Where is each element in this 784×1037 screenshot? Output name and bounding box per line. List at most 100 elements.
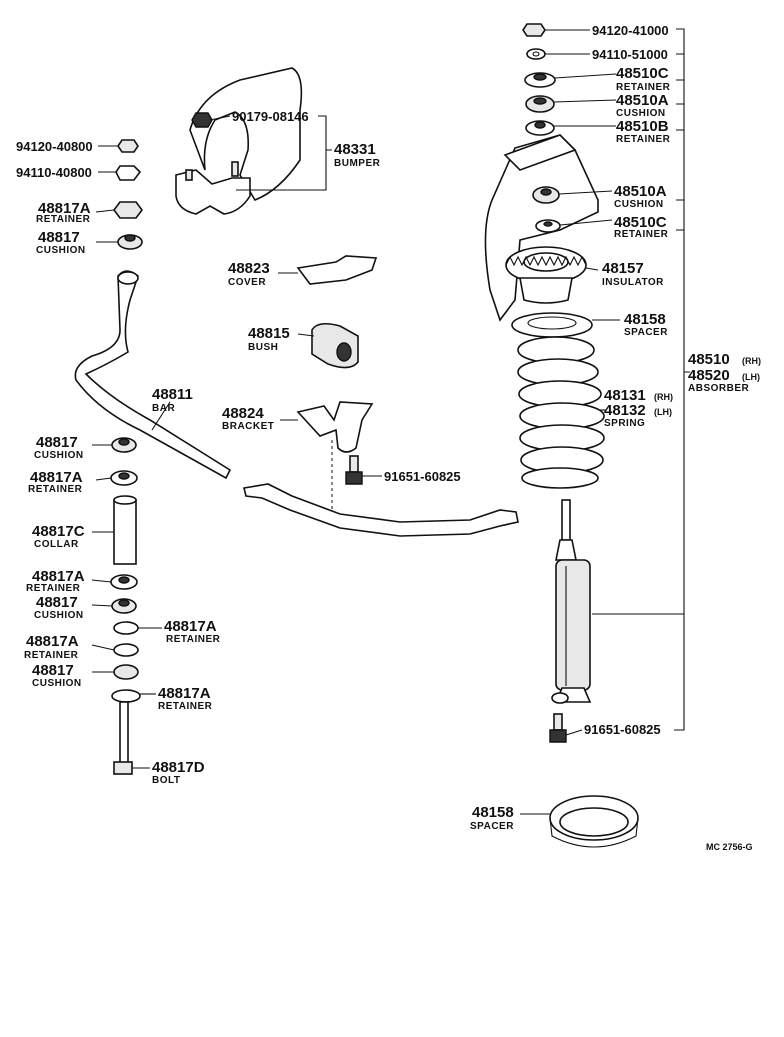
label-48817-l2-nm: CUSHION (32, 678, 82, 689)
label-48817a-top-nm: RETAINER (36, 214, 91, 225)
retainer-48817a-lower2 (113, 621, 139, 635)
label-48510b-pn: 48510B (616, 118, 669, 135)
bracket-48824 (296, 401, 374, 453)
label-48817c-pn: 48817C (32, 523, 85, 540)
cushion-48817-lower2 (113, 664, 139, 680)
label-94110-40800: 94110-40800 (16, 165, 92, 180)
top-washer-94110 (526, 48, 546, 60)
label-48824-pn: 48824 (222, 405, 264, 422)
nut-94120-40800 (117, 139, 139, 153)
label-48331-pn: 48331 (334, 141, 376, 158)
retainer-48817a-top (113, 201, 143, 219)
label-48510a-lower-pn: 48510A (614, 183, 667, 200)
stabilizer-bar-right (243, 483, 519, 537)
label-absorber-nm: ABSORBER (688, 383, 750, 394)
label-48510-rh: (RH) (742, 356, 761, 366)
bush-48815 (311, 322, 359, 369)
label-48817a-right1-nm: RETAINER (166, 634, 221, 645)
label-48823-pn: 48823 (228, 260, 270, 277)
figure-code: MC 2756-G (706, 842, 753, 852)
label-94120-40800: 94120-40800 (16, 139, 93, 154)
retainer-48817a-lower1 (110, 574, 138, 590)
label-48817a-l1-nm: RETAINER (26, 583, 81, 594)
label-48158-lower-nm: SPACER (470, 821, 514, 832)
label-48510c-top-nm: RETAINER (616, 82, 671, 93)
label-48817d-nm: BOLT (152, 775, 180, 786)
label-48132-lh: (LH) (654, 407, 672, 417)
label-90179-08146: 90179-08146 (232, 109, 309, 124)
label-91651-bracket: 91651-60825 (384, 469, 461, 484)
assembly-bracket-line (674, 28, 690, 731)
label-48510a-lower-nm: CUSHION (614, 199, 664, 210)
label-48817a-l2-nm: RETAINER (24, 650, 79, 661)
label-48817a-l2-pn: 48817A (26, 633, 79, 650)
label-48811-nm: BAR (152, 403, 175, 414)
stabilizer-bar-48811 (74, 270, 232, 480)
bolt-90179 (191, 112, 213, 128)
cushion-48510a-top (525, 95, 555, 113)
retainer-48817a-lower3 (113, 643, 139, 657)
label-48817-l1-nm: CUSHION (34, 610, 84, 621)
label-48823-nm: COVER (228, 277, 266, 288)
cushion-48817-top (117, 234, 143, 250)
label-48817a-right1-pn: 48817A (164, 618, 217, 635)
label-48510b-nm: RETAINER (616, 134, 671, 145)
label-48817d-pn: 48817D (152, 759, 205, 776)
label-48157-pn: 48157 (602, 260, 644, 277)
bolt-91651-bracket (345, 455, 363, 485)
label-48131-pn: 48131 (604, 387, 646, 404)
label-48510a-top-nm: CUSHION (616, 108, 666, 119)
retainer-48510c-top (524, 72, 556, 88)
label-48817-mid-nm: CUSHION (34, 450, 84, 461)
washer-94110-40800 (115, 165, 142, 181)
label-48510-pn: 48510 (688, 351, 730, 368)
label-48510c-lower-nm: RETAINER (614, 229, 669, 240)
label-48817-l1-pn: 48817 (36, 594, 78, 611)
label-48817-top-nm: CUSHION (36, 245, 86, 256)
retainer-48510b (525, 120, 555, 136)
label-48817-top-pn: 48817 (38, 229, 80, 246)
retainer-48817a-mid (110, 470, 138, 486)
leaders-left (91, 444, 162, 769)
tower-top-plate (503, 134, 577, 171)
label-48817a-top-pn: 48817A (38, 200, 91, 217)
spacer-48158-upper (511, 312, 593, 338)
label-48331-nm: BUMPER (334, 158, 381, 169)
bumper-bracket-48331 (189, 67, 303, 201)
label-48510c-lower-pn: 48510C (614, 214, 667, 231)
top-nut-94120 (522, 23, 546, 37)
insulator-48157 (505, 246, 587, 304)
spacer-48158-lower (549, 795, 639, 848)
label-94120-41000: 94120-41000 (592, 23, 669, 38)
cover-48823 (296, 255, 378, 285)
coil-spring-48131 (517, 336, 605, 489)
label-48815-pn: 48815 (248, 325, 290, 342)
label-48510c-top-pn: 48510C (616, 65, 669, 82)
label-94110-51000: 94110-51000 (592, 47, 668, 62)
label-48811-pn: 48811 (152, 386, 193, 403)
bolt-91651-lower (549, 713, 567, 743)
label-48158-upper-nm: SPACER (624, 327, 668, 338)
cushion-48817-lower1 (111, 598, 137, 614)
label-48817c-nm: COLLAR (34, 539, 79, 550)
label-48817a-mid-nm: RETAINER (28, 484, 83, 495)
label-48815-nm: BUSH (248, 342, 278, 353)
retainer-48510c-lower (535, 219, 561, 233)
label-48520-pn: 48520 (688, 367, 730, 384)
bolt-48817d (113, 701, 133, 775)
label-48817-mid-pn: 48817 (36, 434, 78, 451)
label-48817a-right2-pn: 48817A (158, 685, 211, 702)
label-48817a-right2-nm: RETAINER (158, 701, 213, 712)
shock-absorber-48510 (551, 499, 592, 704)
label-48817-l2-pn: 48817 (32, 662, 74, 679)
collar-48817c (113, 495, 137, 565)
leaders-right (545, 29, 620, 736)
label-91651-lower: 91651-60825 (584, 722, 661, 737)
label-spring-nm: SPRING (604, 418, 645, 429)
cushion-48510a-lower (532, 186, 560, 204)
label-48817a-l1-pn: 48817A (32, 568, 85, 585)
label-48158-lower-pn: 48158 (472, 804, 514, 821)
label-48158-upper-pn: 48158 (624, 311, 666, 328)
label-48817a-mid-pn: 48817A (30, 469, 83, 486)
